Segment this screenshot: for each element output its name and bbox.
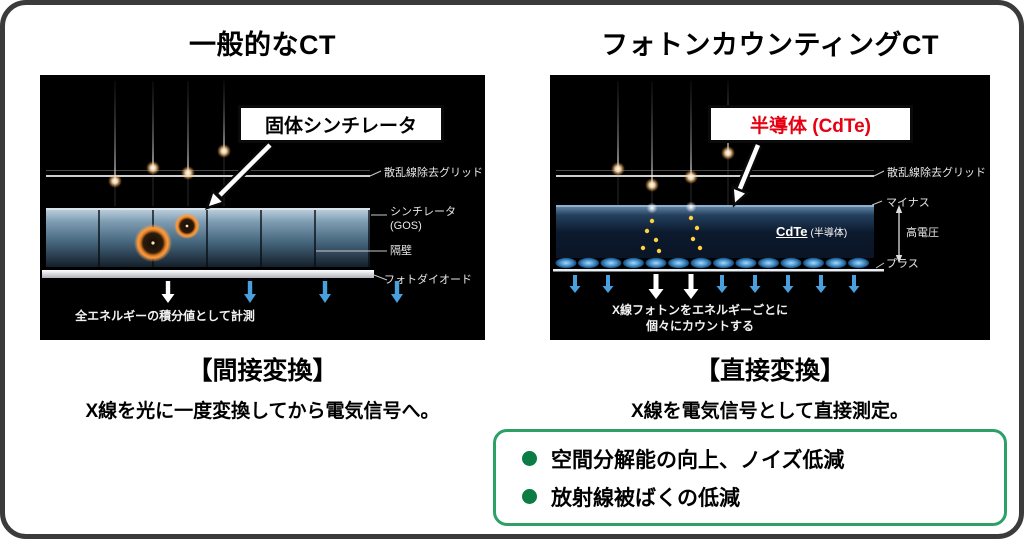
label-plus-electrode: プラス <box>886 258 919 270</box>
cdte-note: (半導体) <box>810 228 848 239</box>
semiconductor-layer <box>556 205 874 258</box>
bullet-icon <box>522 489 537 504</box>
electric-signal-arrows <box>569 275 860 293</box>
label-scintillator-line2: (GOS) <box>390 219 422 232</box>
label-photodiode: フォトダイオード <box>384 274 472 286</box>
anti-scatter-grid-line-faint <box>46 170 370 171</box>
electrode-bumps <box>555 257 869 269</box>
left-diagram-panel: 散乱線除去グリッド シンチレータ (GOS) 隔壁 フォトダイオード 固体シンチ… <box>40 75 485 340</box>
right-conversion-desc: X線を電気信号として直接測定。 <box>630 401 910 422</box>
left-conversion-block: 【間接変換】 X線を光に一度変換してから電気信号へ。 <box>15 351 510 423</box>
signal-arrows <box>161 281 403 303</box>
benefit-item: 放射線被ばくの低減 <box>522 482 978 512</box>
right-diagram-panel: CdTe(半導体) <box>550 75 990 340</box>
xray-beams <box>108 81 231 206</box>
label-minus-electrode: マイナス <box>886 197 930 209</box>
electric-signal-arrows <box>244 281 403 303</box>
anode-line <box>553 269 884 272</box>
high-voltage-arrow <box>895 205 903 263</box>
label-partition-wall: 隔壁 <box>390 245 412 257</box>
light-signal-arrow <box>161 281 175 303</box>
left-conversion-title: 【間接変換】 <box>187 357 338 385</box>
label-pointer-lines <box>871 170 885 269</box>
signal-arrows <box>569 274 860 299</box>
label-scintillator: シンチレータ (GOS) <box>390 206 456 234</box>
benefit-text: 放射線被ばくの低減 <box>551 486 740 510</box>
benefit-item: 空間分解能の向上、ノイズ低減 <box>522 444 978 474</box>
anti-scatter-grid-line <box>46 175 370 177</box>
cdte-name: CdTe <box>776 224 808 239</box>
charge-dots <box>640 215 703 254</box>
photodiode-bar <box>42 270 374 278</box>
right-diagram-graphics <box>553 81 903 299</box>
callout-semiconductor-cdte: 半導体 (CdTe) <box>708 105 913 143</box>
scintillator-layer <box>46 208 370 267</box>
right-panel-caption-line2: 個々にカウントする <box>645 319 754 333</box>
cdte-inline-label: CdTe(半導体) <box>776 224 847 239</box>
label-anti-scatter-grid: 散乱線除去グリッド <box>887 167 986 179</box>
callout-solid-scintillator: 固体シンチレータ <box>238 105 444 143</box>
xray-beams <box>611 81 735 205</box>
callout-arrow <box>731 143 763 208</box>
label-anti-scatter-grid: 散乱線除去グリッド <box>384 167 483 179</box>
right-conversion-block: 【直接変換】 X線を電気信号として直接測定。 <box>530 351 1010 423</box>
right-title: フォトンカウンティングCT <box>601 30 939 60</box>
scintillation-events <box>134 213 200 262</box>
bullet-icon <box>522 451 537 466</box>
callout-arrow <box>205 141 274 210</box>
label-high-voltage: 高電圧 <box>906 227 939 239</box>
right-panel-caption-line1: X線フォトンをエネルギーごとに <box>611 303 788 317</box>
label-scintillator-line1: シンチレータ <box>390 206 456 218</box>
left-panel-caption: 全エネルギーの積分値として計測 <box>75 309 255 323</box>
benefits-box: 空間分解能の向上、ノイズ低減 放射線被ばくの低減 <box>493 429 1007 526</box>
left-conversion-desc: X線を光に一度変換してから電気信号へ。 <box>85 401 440 422</box>
anti-scatter-grid-line <box>556 175 874 177</box>
label-pointer-lines <box>316 170 388 281</box>
benefit-text: 空間分解能の向上、ノイズ低減 <box>551 448 845 472</box>
photon-entry-flashes <box>646 201 697 214</box>
left-diagram-graphics <box>108 81 403 303</box>
right-conversion-title: 【直接変換】 <box>694 357 845 385</box>
counted-signal-arrows <box>648 274 699 299</box>
anti-scatter-grid-line-faint <box>556 170 874 171</box>
left-title: 一般的なCT <box>189 30 336 60</box>
